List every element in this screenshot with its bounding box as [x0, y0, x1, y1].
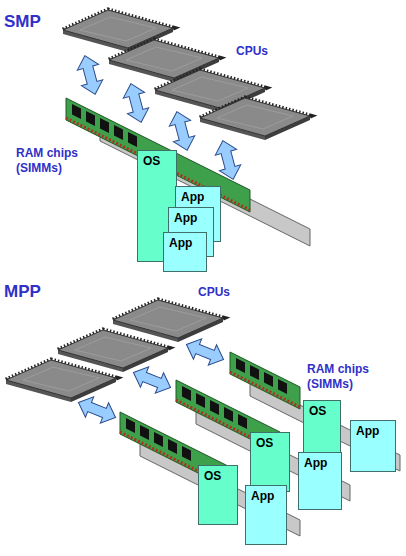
bus-arrow [129, 362, 174, 397]
memory-chip [72, 104, 81, 119]
bus-arrow [182, 334, 227, 369]
memory-chip [238, 414, 247, 429]
bus-arrow [74, 392, 119, 427]
memory-chip [210, 400, 219, 415]
box-text: App [299, 453, 332, 473]
app-box: App [350, 420, 396, 472]
simm-contacts [176, 400, 280, 452]
memory-chip [100, 118, 109, 133]
memory-chip [128, 132, 137, 147]
memory-chip [236, 358, 245, 373]
memory-chip [86, 111, 95, 126]
bus-arrow [212, 138, 244, 182]
memory-chip [154, 432, 163, 447]
os-box: OS [198, 465, 238, 525]
memory-chip [126, 418, 135, 433]
box-text: App [246, 486, 279, 506]
memory-chip [140, 425, 149, 440]
memory-chip [250, 365, 259, 380]
box-text: OS [199, 466, 226, 486]
ram-label: RAM chips (SIMMs) [16, 146, 90, 176]
app-box: App [298, 452, 342, 510]
box-text: App [169, 208, 202, 228]
cpu-chip [200, 98, 310, 140]
bus-arrow [166, 109, 198, 153]
simm-board [176, 380, 280, 454]
cpu-chip [113, 300, 223, 342]
memory-chip [168, 439, 177, 454]
bus-arrow [120, 81, 152, 125]
memory-chip [278, 379, 287, 394]
simm-contacts [120, 432, 230, 487]
ram-label: RAM chips (SIMMs) [307, 362, 381, 392]
box-text: App [351, 421, 384, 441]
app-box: App [163, 232, 207, 272]
box-text: App [176, 187, 209, 207]
cpu-chip [6, 360, 116, 402]
simm-board [230, 352, 300, 409]
bus-arrow [74, 53, 106, 97]
box-text: OS [251, 433, 278, 453]
memory-chip [182, 446, 191, 461]
cpu-label: CPUs [236, 44, 268, 59]
memory-chip [224, 407, 233, 422]
os-box: OS [250, 432, 290, 492]
section-title: MPP [4, 282, 41, 302]
box-text: OS [304, 401, 331, 421]
memory-chip [264, 372, 273, 387]
box-text: OS [138, 151, 165, 171]
simm-board [120, 412, 230, 489]
app-box: App [245, 485, 287, 545]
memory-chip [182, 386, 191, 401]
box-text: App [164, 233, 197, 253]
section-title: SMP [4, 12, 41, 32]
cpu-chip [58, 330, 168, 372]
memory-chip [114, 125, 123, 140]
memory-chip [196, 393, 205, 408]
simm-contacts [230, 372, 300, 407]
cpu-label: CPUs [198, 285, 230, 300]
os-box: OS [303, 400, 341, 458]
